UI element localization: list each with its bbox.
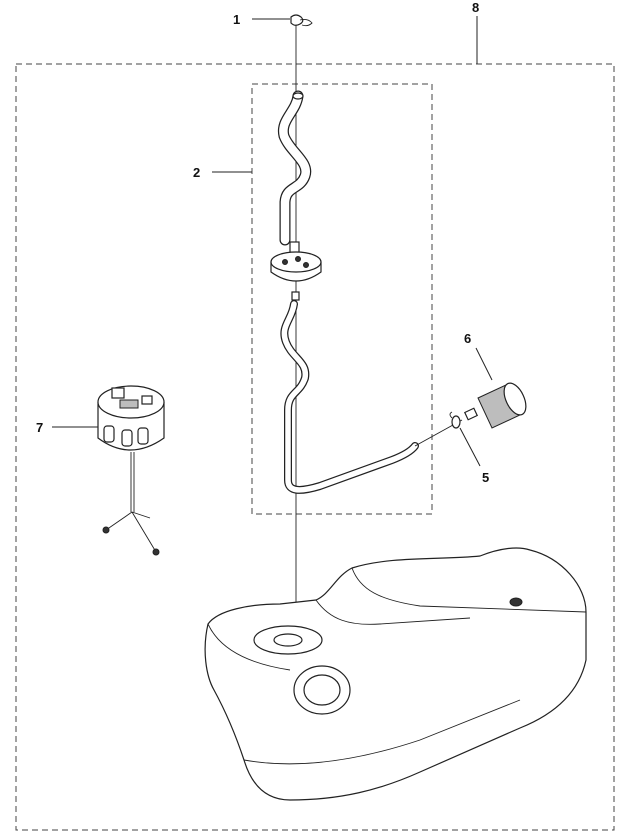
hose-stub-icon[interactable] (291, 291, 300, 301)
callout-2: 2 (193, 165, 200, 180)
leader-5 (459, 427, 481, 467)
callout-1: 1 (233, 12, 240, 27)
callout-5: 5 (482, 470, 489, 485)
tank-grommet-icon[interactable] (270, 251, 322, 282)
clamp-icon[interactable] (290, 14, 313, 27)
lower-fuel-hose-icon[interactable] (280, 300, 419, 494)
hose-clip-icon[interactable] (449, 411, 461, 429)
fuel-tank-icon[interactable] (204, 547, 587, 801)
upper-fuel-hose-icon[interactable] (277, 90, 312, 246)
kit-boundary-frame (15, 63, 615, 831)
callout-6: 6 (464, 331, 471, 346)
fuel-cap-icon[interactable] (97, 385, 165, 556)
callout-8: 8 (472, 0, 479, 15)
hose-assembly-frame (251, 83, 433, 515)
fuel-filter-icon[interactable] (463, 380, 531, 429)
callout-7: 7 (36, 420, 43, 435)
leader-6 (475, 347, 493, 381)
